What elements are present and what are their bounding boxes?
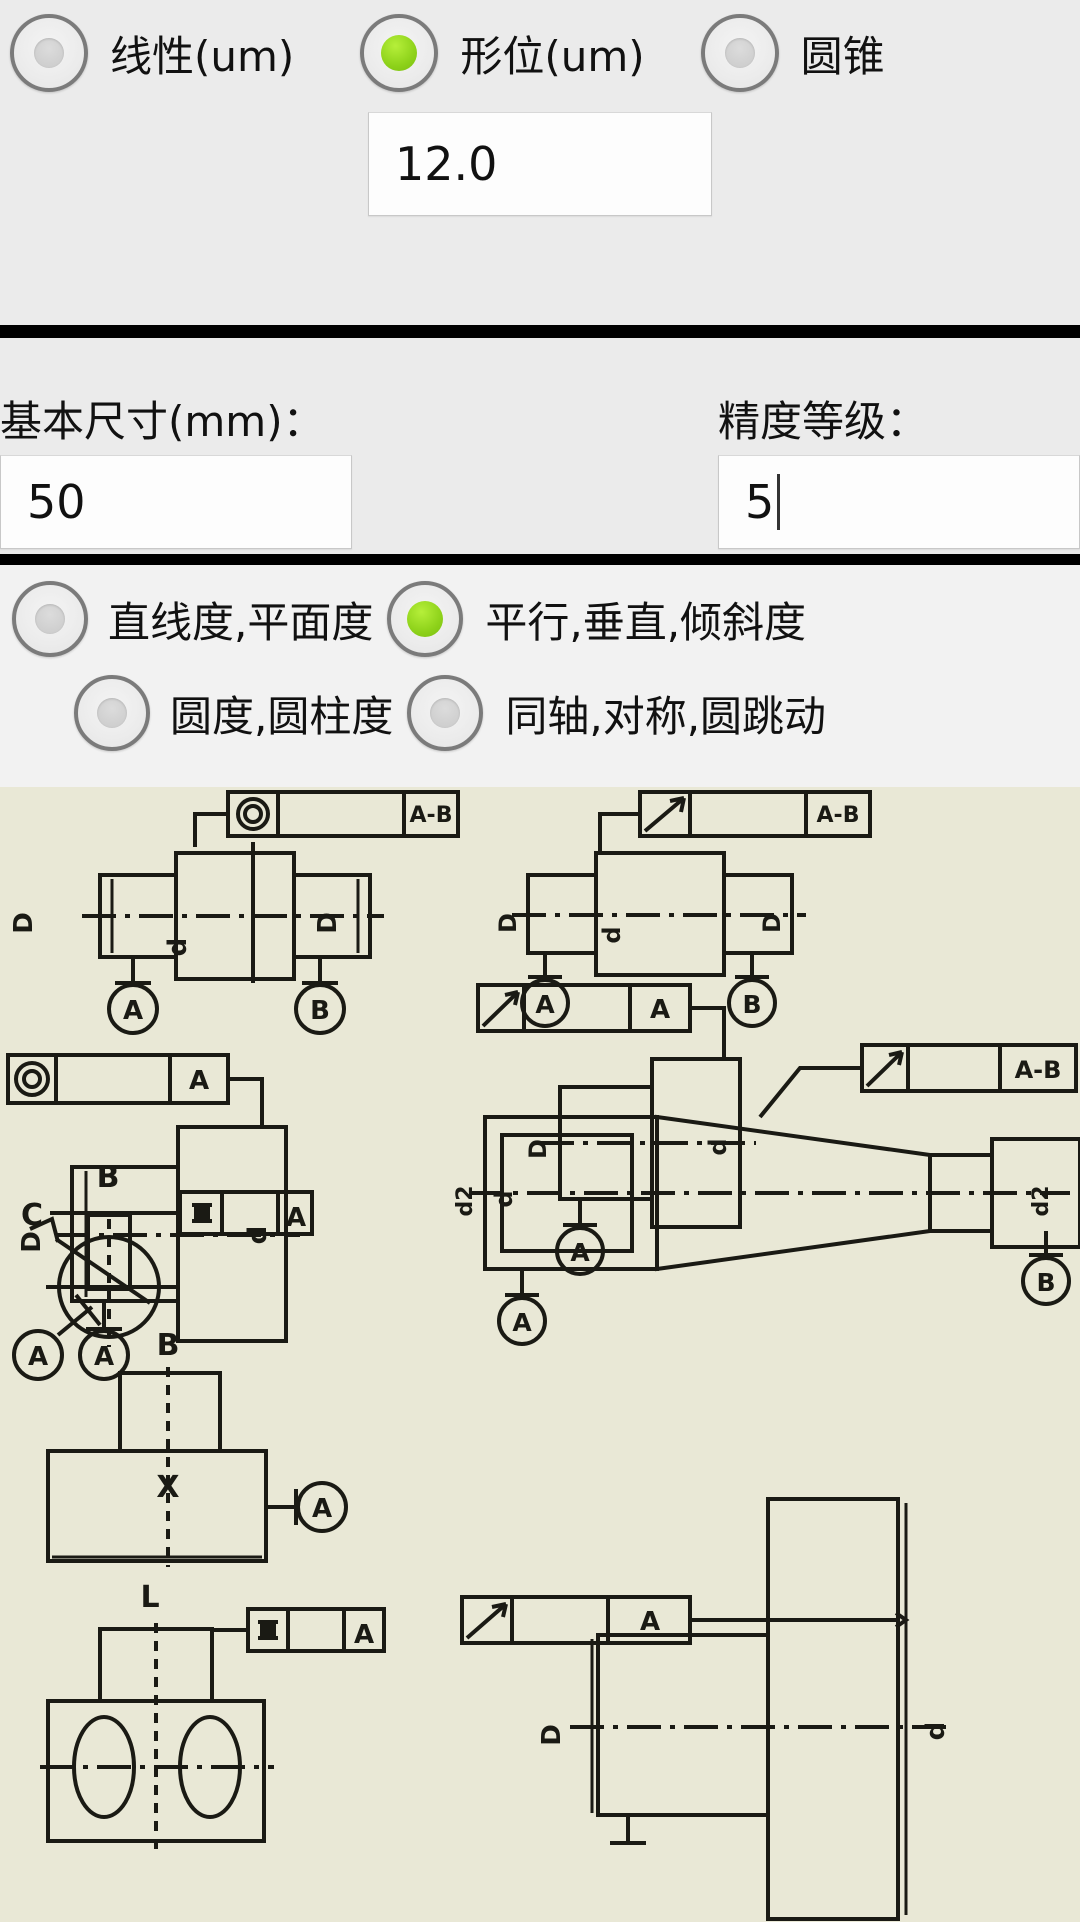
radio-label-linear-um: 线性(um)	[110, 31, 295, 81]
svg-text:A: A	[28, 1342, 48, 1372]
svg-text:B: B	[1036, 1268, 1055, 1297]
svg-text:d: d	[163, 938, 193, 957]
radio-cone-icon[interactable]	[700, 14, 779, 92]
svg-text:A: A	[512, 1308, 532, 1337]
svg-text:d2: d2	[453, 1185, 478, 1216]
tolerance-value-field-wrap: 12.0	[0, 112, 1080, 216]
svg-text:A: A	[123, 996, 143, 1026]
radio-label-coaxiality-symmetry-runout: 同轴,对称,圆跳动	[505, 691, 827, 741]
precision-grade-label: 精度等级：	[718, 397, 929, 446]
radio-form-position-um-icon[interactable]	[360, 14, 439, 92]
radio-label-straightness-flatness: 直线度,平面度	[108, 597, 374, 647]
svg-text:X: X	[156, 1470, 179, 1505]
svg-text:A: A	[640, 1607, 660, 1637]
radio-roundness-cylindricity-icon[interactable]	[74, 675, 150, 751]
radio-coaxiality-symmetry-runout-icon[interactable]	[407, 675, 484, 751]
precision-grade-field: 精度等级： 5	[718, 388, 1080, 549]
tolerance-value-input[interactable]: 12.0	[368, 112, 712, 216]
radio-linear-um-icon[interactable]	[10, 14, 88, 92]
svg-text:A-B: A-B	[817, 803, 860, 828]
svg-text:A: A	[94, 1342, 114, 1372]
radio-parallel-perpendicular-angularity-icon[interactable]	[387, 581, 464, 657]
precision-grade-value: 5	[745, 475, 775, 529]
radio-option-coaxiality-symmetry-runout[interactable]: 同轴,对称,圆跳动	[407, 675, 826, 751]
svg-text:A: A	[650, 995, 670, 1025]
svg-text:D: D	[17, 1231, 47, 1253]
svg-text:A-B: A-B	[1015, 1056, 1062, 1084]
section-divider-bottom	[0, 554, 1080, 565]
radio-label-form-position-um: 形位(um)	[460, 31, 645, 81]
basic-size-field: 基本尺寸(mm)： 50	[0, 388, 352, 549]
size-grade-section: 基本尺寸(mm)： 50 精度等级： 5	[0, 338, 1080, 554]
section-divider-top	[0, 325, 1080, 338]
gdt-reference-drawing: A-B D d D	[0, 787, 1080, 1922]
svg-text:B: B	[310, 996, 330, 1026]
unit-type-radio-group: 线性(um) 形位(um) 圆锥	[0, 0, 1080, 92]
tolerance-radio-row-1: 直线度,平面度 平行,垂直,倾斜度	[12, 581, 1080, 657]
svg-text:D: D	[494, 913, 522, 933]
radio-option-linear-um[interactable]: 线性(um)	[10, 14, 294, 92]
svg-text:A: A	[189, 1066, 209, 1096]
svg-text:d2: d2	[1029, 1185, 1054, 1216]
radio-label-parallel-perpendicular-angularity: 平行,垂直,倾斜度	[485, 597, 807, 647]
precision-grade-input[interactable]: 5	[718, 455, 1080, 549]
svg-text:A: A	[354, 1620, 374, 1650]
svg-text:A-B: A-B	[410, 803, 453, 828]
svg-text:B: B	[742, 990, 761, 1019]
svg-text:C: C	[21, 1198, 43, 1233]
radio-option-straightness-flatness[interactable]: 直线度,平面度	[12, 581, 373, 657]
svg-text:D: D	[313, 912, 343, 934]
svg-text:d: d	[704, 1138, 732, 1155]
gdt-drawing-svg: A-B D d D	[0, 787, 1080, 1922]
svg-text:d: d	[921, 1722, 951, 1741]
svg-text:D: D	[524, 1139, 552, 1159]
radio-option-cone[interactable]: 圆锥	[700, 14, 885, 92]
svg-text:L: L	[140, 1580, 159, 1615]
svg-text:B: B	[97, 1160, 120, 1195]
radio-option-parallel-perpendicular-angularity[interactable]: 平行,垂直,倾斜度	[387, 581, 806, 657]
svg-text:D: D	[758, 913, 786, 933]
svg-text:A: A	[535, 990, 555, 1019]
basic-size-input[interactable]: 50	[0, 455, 352, 549]
svg-text:d: d	[598, 926, 626, 943]
svg-text:d: d	[490, 1190, 518, 1207]
svg-text:A: A	[312, 1494, 332, 1524]
svg-text:D: D	[9, 912, 39, 934]
svg-text:A: A	[286, 1203, 306, 1233]
tolerance-category-section: 直线度,平面度 平行,垂直,倾斜度 圆度,圆柱度 同轴,对称,圆跳动	[0, 565, 1080, 787]
text-cursor	[777, 474, 781, 530]
basic-size-label: 基本尺寸(mm)：	[0, 397, 325, 446]
radio-label-roundness-cylindricity: 圆度,圆柱度	[170, 691, 394, 741]
radio-option-form-position-um[interactable]: 形位(um)	[360, 14, 645, 92]
radio-option-roundness-cylindricity[interactable]: 圆度,圆柱度	[74, 675, 393, 751]
radio-label-cone: 圆锥	[800, 31, 885, 81]
tolerance-radio-row-2: 圆度,圆柱度 同轴,对称,圆跳动	[74, 675, 1080, 751]
svg-text:D: D	[537, 1724, 567, 1746]
svg-text:B: B	[157, 1328, 180, 1363]
radio-straightness-flatness-icon[interactable]	[12, 581, 88, 657]
unit-type-section: 线性(um) 形位(um) 圆锥 12.0	[0, 0, 1080, 325]
